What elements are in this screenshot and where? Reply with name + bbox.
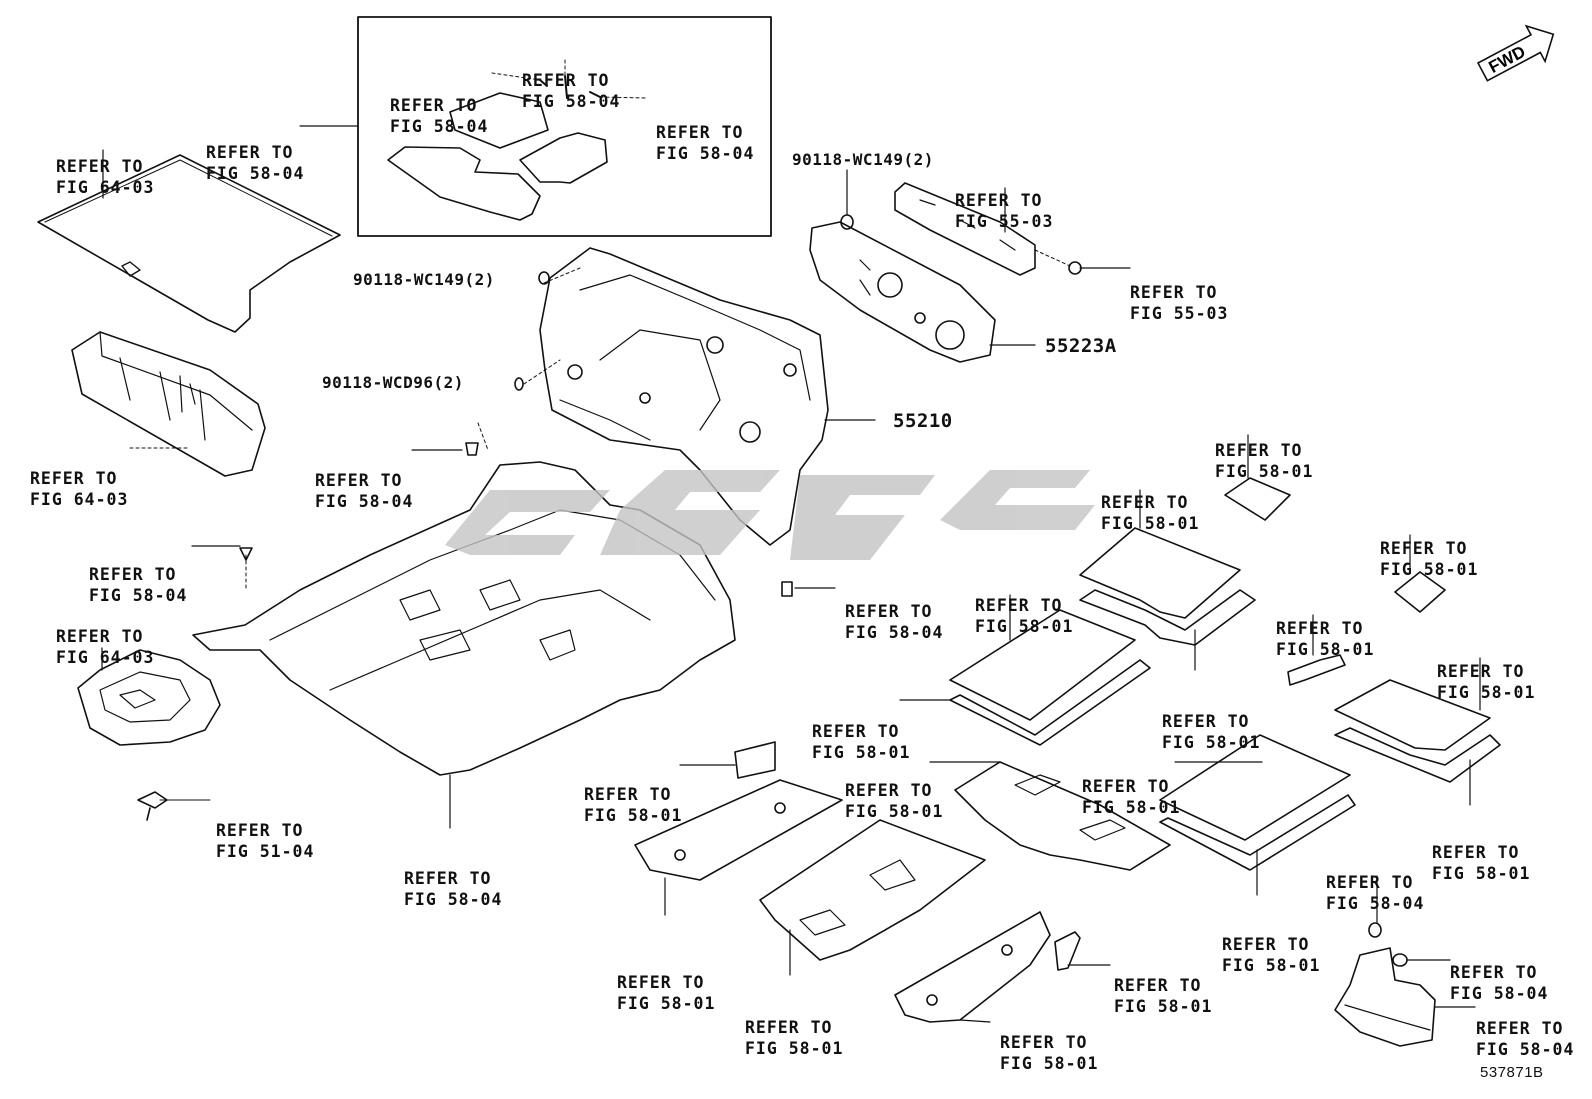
cover <box>1334 947 1436 1047</box>
bracket <box>894 182 1036 276</box>
small-strip <box>1287 654 1346 686</box>
pad-a-lower <box>1079 589 1256 646</box>
plug <box>137 791 168 821</box>
rear-cargo-mat <box>37 154 341 333</box>
inset-mat-driver <box>449 92 549 149</box>
dash-insulator-55223A <box>809 221 996 363</box>
inset-mat-passenger <box>519 132 608 184</box>
pad-a-upper <box>1079 527 1241 619</box>
storage-box <box>71 331 266 477</box>
small-pad-2 <box>1394 571 1446 613</box>
spare-tire-tray <box>77 649 221 746</box>
part-number-55210: 55210 <box>893 410 953 432</box>
pad-d-lower <box>1159 794 1356 871</box>
pad-c-lower <box>1334 727 1501 783</box>
floor-carpet <box>192 461 736 776</box>
pad-b-upper <box>949 609 1136 721</box>
small-patch <box>734 741 776 779</box>
pad-c-upper <box>1334 679 1491 751</box>
watermark-logo <box>445 470 1095 560</box>
part-number-clip-wc149-top: 90118-WC149(2) <box>792 150 934 169</box>
floor-pad-left <box>634 779 843 881</box>
diagram-id: 537871B <box>1480 1064 1544 1081</box>
console-pad <box>954 761 1171 871</box>
part-number-clip-wcd96: 90118-WCD96(2) <box>322 373 464 392</box>
small-pad-1 <box>1224 477 1291 521</box>
curved-patch <box>1054 931 1081 971</box>
pad-d-upper <box>1159 734 1351 841</box>
part-number-55223A: 55223A <box>1045 335 1117 357</box>
pad-b-lower <box>949 659 1151 746</box>
fwd-arrow-icon: FWD <box>1476 24 1555 82</box>
inset-mat-rear <box>387 146 541 221</box>
floor-pad-right <box>894 911 1051 1023</box>
floor-pad-mid <box>759 819 986 961</box>
part-number-clip-wc149-left: 90118-WC149(2) <box>353 270 495 289</box>
dash-insulator-55210 <box>539 247 829 546</box>
